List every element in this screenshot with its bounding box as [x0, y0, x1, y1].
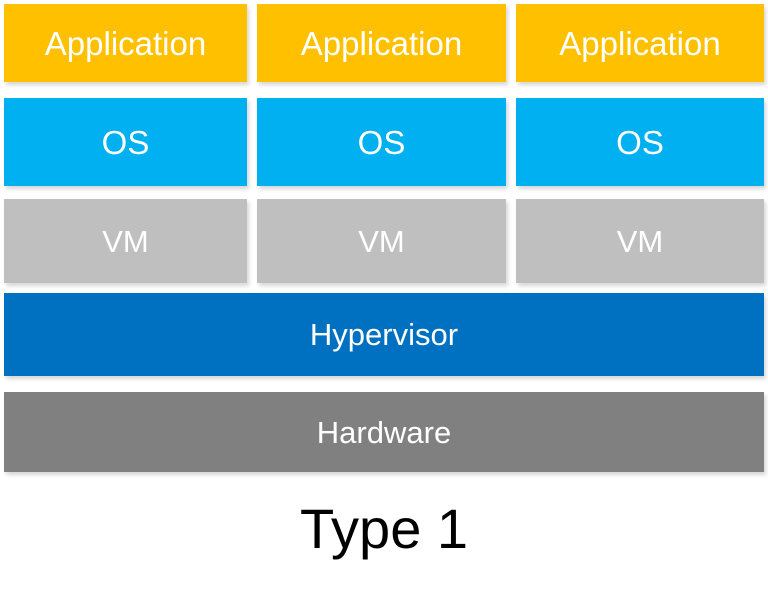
hardware-box: Hardware — [4, 392, 764, 472]
hypervisor-box: Hypervisor — [4, 293, 764, 376]
os-box-3: OS — [516, 98, 764, 186]
application-box-2: Application — [257, 4, 506, 82]
os-box-1: OS — [4, 98, 247, 186]
vm-box-2: VM — [257, 199, 506, 283]
diagram-caption: Type 1 — [299, 497, 469, 560]
vm-box-1: VM — [4, 199, 247, 283]
os-box-2: OS — [257, 98, 506, 186]
application-box-1: Application — [4, 4, 247, 82]
application-box-3: Application — [516, 4, 764, 82]
vm-box-3: VM — [516, 199, 764, 283]
